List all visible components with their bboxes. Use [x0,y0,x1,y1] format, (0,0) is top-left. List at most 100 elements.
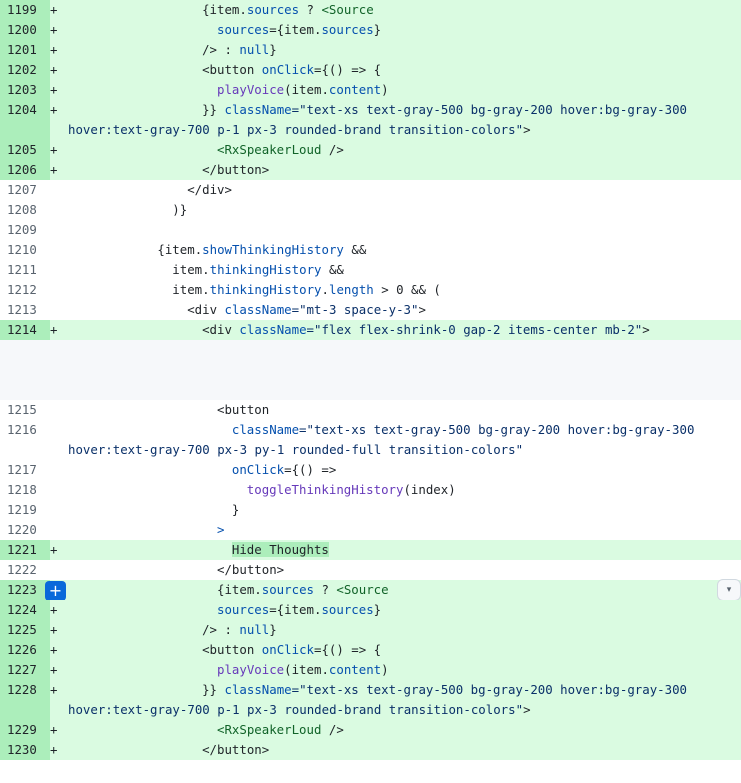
code-token: (index) [403,482,456,497]
code-token: className [239,322,307,337]
code-token: {item. [202,2,247,17]
line-number[interactable]: 1221 [0,540,50,560]
context-line: 1212 item.thinkingHistory.length > 0 && ( [0,280,741,300]
code-token: playVoice [217,82,285,97]
line-number[interactable]: 1227 [0,660,50,680]
line-number[interactable]: 1226 [0,640,50,660]
line-number[interactable]: 1220 [7,522,37,537]
line-number[interactable]: 1214 [0,320,50,340]
code-token: <RxSpeakerLoud [217,142,322,157]
collapsed-gap [0,340,741,400]
code-text: </button> [68,740,741,760]
context-line: 1222</button> [0,560,741,580]
code-token: > [217,522,225,537]
code-token: content [328,662,382,677]
code-token: /> [321,722,344,737]
diff-marker: + [50,2,58,17]
code-token: }} [202,102,225,117]
line-number[interactable]: 1206 [0,160,50,180]
line-number[interactable]: 1224 [0,600,50,620]
diff-marker [50,240,68,260]
code-token: (item. [284,662,329,677]
line-number[interactable]: 1199 [0,0,50,20]
code-token: </button> [202,742,270,757]
code-token: null [239,42,270,57]
code-token: ="flex flex-shrink-0 gap-2 items-center … [306,322,643,337]
code-token: sources [246,2,300,17]
code-token: </button> [202,162,270,177]
code-token: onClick [261,62,314,77]
line-number[interactable]: 1216 [7,422,37,437]
code-token: ="mt-3 space-y-3" [291,302,419,317]
line-number[interactable]: 1213 [7,302,37,317]
line-number[interactable]: 1201 [0,40,50,60]
diff-marker: + [50,682,58,697]
line-number[interactable]: 1207 [7,182,37,197]
added-line: 1206+ </button> [0,160,741,180]
line-number[interactable]: 1205 [0,140,50,160]
line-number[interactable]: 1222 [7,562,37,577]
line-number[interactable]: 1204 [0,100,50,140]
line-number[interactable]: 1202 [0,60,50,80]
code-text: item.thinkingHistory.length > 0 && ( [68,280,741,300]
code-token: thinkingHistory [209,282,322,297]
code-token: item. [172,262,210,277]
line-number[interactable]: 1225 [0,620,50,640]
line-number[interactable]: 1209 [7,222,37,237]
code-token: } [269,622,277,637]
code-token: <Source [336,582,389,597]
diff-marker: + [50,162,58,177]
code-token: playVoice [217,662,285,677]
line-number[interactable]: 1219 [7,502,37,517]
diff-marker [50,560,68,580]
code-text: /> : null} [68,620,741,640]
line-number[interactable]: 1203 [0,80,50,100]
code-token: Hide Thoughts [231,542,329,557]
diff-marker: + [50,62,58,77]
code-token: <div [187,302,225,317]
line-number[interactable]: 1230 [0,740,50,760]
code-text [68,220,741,240]
code-token: ="text-xs text-gray-500 bg-gray-200 hove… [68,682,695,717]
code-token: sources [321,602,374,617]
chevron-down-icon[interactable]: ▾ [717,579,741,601]
code-token: <div [202,322,240,337]
line-number[interactable]: 1211 [7,262,37,277]
code-token: }} [202,682,225,697]
added-line: 1214+<div className="flex flex-shrink-0 … [0,320,741,340]
code-text: {item.sources ? <Source [68,580,741,600]
line-number[interactable]: 1215 [7,402,37,417]
diff-marker [50,300,68,320]
line-number[interactable]: 1229 [0,720,50,740]
line-number[interactable]: 1210 [7,242,37,257]
code-text: <RxSpeakerLoud /> [68,140,741,160]
line-number[interactable]: 1223 [0,580,50,600]
line-number[interactable]: 1217 [7,462,37,477]
added-line: 1228+}} className="text-xs text-gray-500… [0,680,741,720]
line-number[interactable]: 1218 [7,482,37,497]
line-number[interactable]: 1212 [7,282,37,297]
context-line: 1208)} [0,200,741,220]
line-number[interactable]: 1200 [0,20,50,40]
diff-marker: + [50,82,58,97]
diff-marker: + [50,102,58,117]
line-number[interactable]: 1208 [7,202,37,217]
diff-marker [50,420,68,460]
plus-icon[interactable]: + [45,581,66,601]
code-text: </div> [68,180,741,200]
code-token: } [231,502,240,517]
code-token: > [418,302,426,317]
context-line: 1210{item.showThinkingHistory && [0,240,741,260]
line-number[interactable]: 1228 [0,680,50,720]
code-token: && [321,262,344,277]
code-token: onClick [261,642,314,657]
code-token: ="text-xs text-gray-500 bg-gray-200 hove… [68,102,695,137]
diff-marker [50,520,68,540]
code-text: className="text-xs text-gray-500 bg-gray… [68,420,741,460]
code-token: <button [202,642,262,657]
code-token: } [269,42,277,57]
code-token: length [328,282,374,297]
code-text: )} [68,200,741,220]
context-line: 1207 </div> [0,180,741,200]
code-token: className [224,102,292,117]
